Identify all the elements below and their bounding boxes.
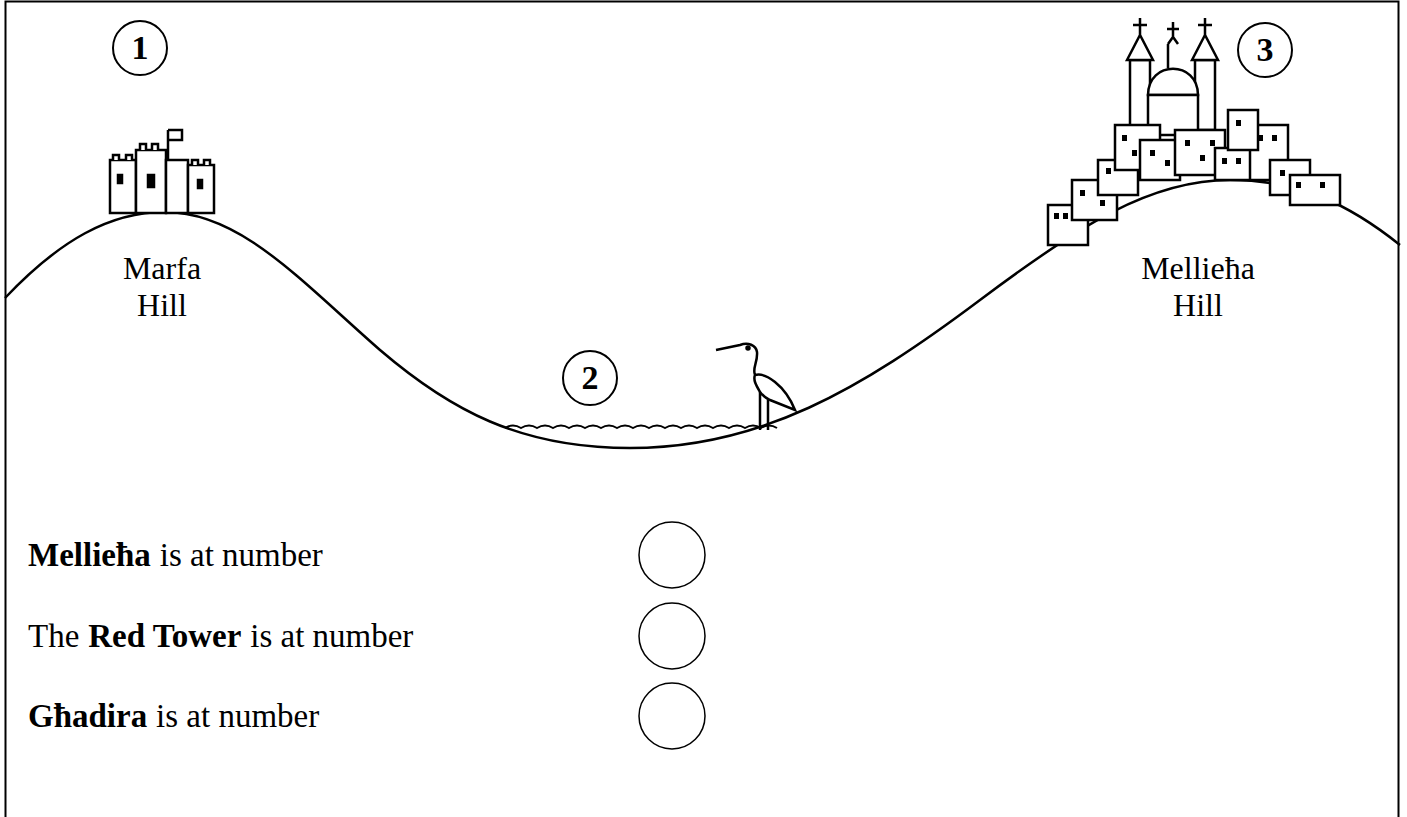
question-line: Mellieħais at number (28, 537, 323, 574)
answer-circles (639, 522, 705, 749)
question-line: TheRed Toweris at number (28, 618, 413, 655)
question-text: is at number (250, 618, 413, 655)
water (505, 426, 777, 429)
place-name: Mellieħa (28, 537, 151, 574)
red-tower-castle (110, 130, 214, 213)
callout-number: 2 (565, 353, 615, 403)
question-line: Għadirais at number (28, 698, 319, 735)
hill-label: Marfa Hill (102, 250, 222, 324)
callout-number: 1 (115, 23, 165, 73)
question-text: The (28, 618, 79, 655)
hill-label: Mellieħa Hill (1118, 250, 1278, 324)
question-text: is at number (156, 698, 319, 735)
place-name: Red Tower (88, 618, 241, 655)
egret (716, 344, 795, 430)
frame (6, 2, 1399, 817)
callout-circles (113, 21, 1292, 405)
callout-number: 3 (1240, 25, 1290, 75)
question-text: is at number (160, 537, 323, 574)
mellieha-town (1048, 18, 1340, 245)
hill-outline (5, 180, 1400, 448)
place-name: Għadira (28, 698, 147, 735)
